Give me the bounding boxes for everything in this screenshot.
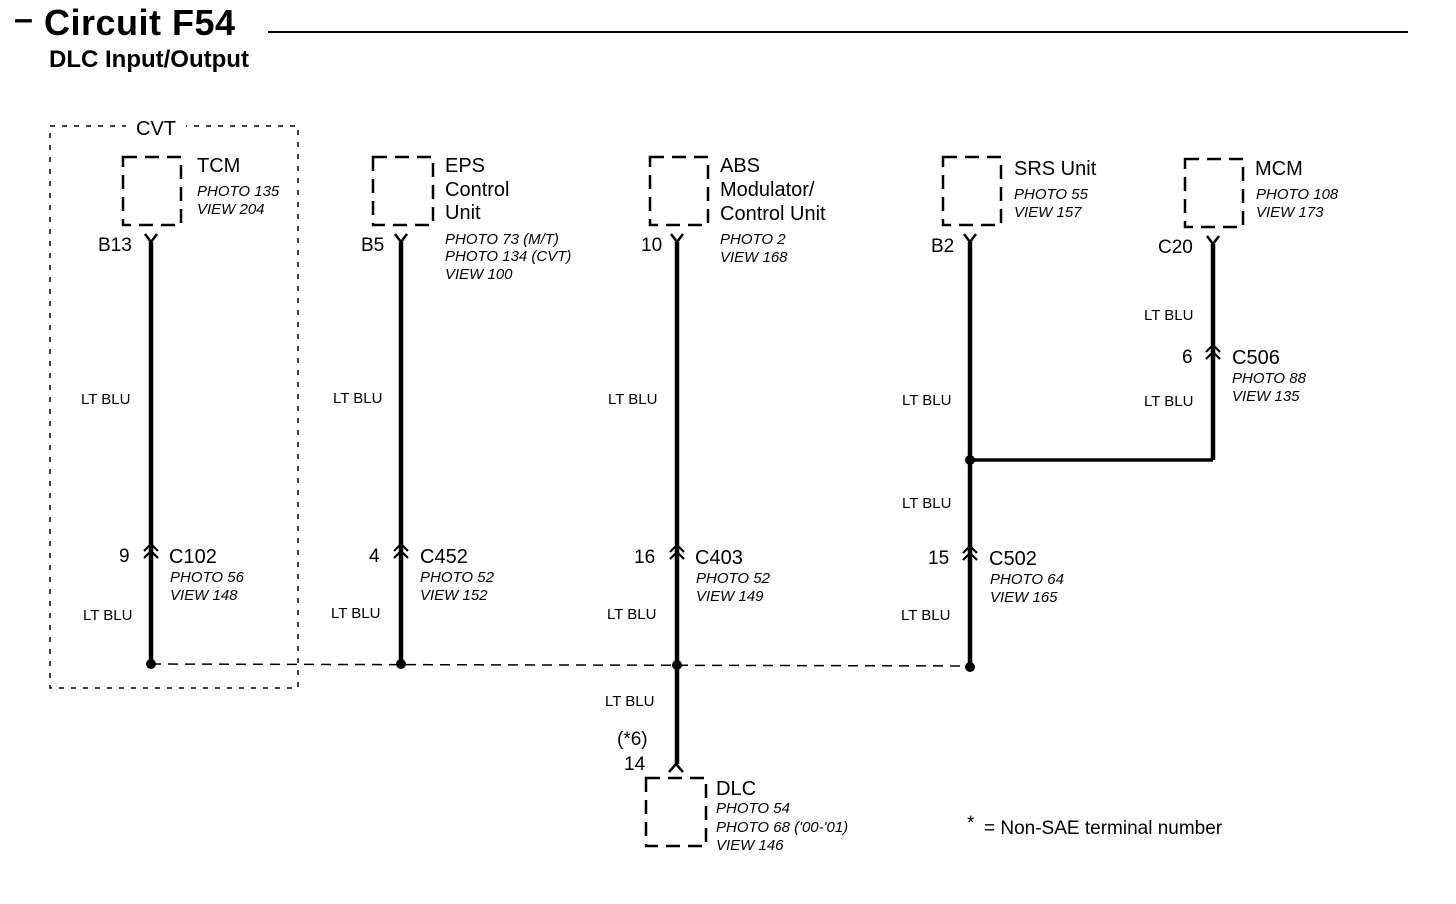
page-subtitle: DLC Input/Output [49, 46, 249, 73]
footnote-star: * [967, 813, 975, 834]
c506-symbol [1205, 343, 1221, 360]
tcm-splice-dot [146, 659, 156, 669]
srs-box [941, 155, 1003, 227]
c502-view: VIEW 165 [990, 589, 1058, 606]
c102-symbol [143, 542, 159, 559]
page-title: Circuit F54 [44, 2, 236, 43]
eps-pin-fork [394, 233, 408, 245]
abs-pin: 10 [641, 235, 663, 256]
dlc-pin-note: (*6) [617, 729, 648, 750]
dlc-pin: 14 [624, 754, 646, 775]
tcm-name: TCM [197, 155, 241, 177]
srs-photo: PHOTO 55 [1014, 186, 1088, 203]
abs-box [648, 155, 710, 227]
eps-name-line2: Control [445, 179, 510, 201]
mcm-splice-dot [965, 455, 975, 465]
srs-name: SRS Unit [1014, 158, 1097, 180]
mcm-name: MCM [1255, 158, 1303, 180]
abs-wire-lower-label: LT BLU [607, 606, 657, 623]
c452-name: C452 [420, 546, 468, 568]
abs-name-line2: Modulator/ [720, 179, 815, 201]
c502-symbol [962, 544, 978, 561]
dashed-bus-line [150, 663, 971, 667]
dlc-photo-1: PHOTO 54 [716, 800, 790, 817]
srs-view: VIEW 157 [1014, 204, 1082, 221]
eps-name-line3: Unit [445, 202, 481, 224]
c506-pin: 6 [1182, 347, 1193, 368]
srs-pin: B2 [931, 236, 955, 257]
tcm-wire-lower-label: LT BLU [83, 607, 133, 624]
abs-splice-dot [672, 660, 682, 670]
c452-symbol [393, 542, 409, 559]
abs-photo: PHOTO 2 [720, 231, 786, 248]
c452-view: VIEW 152 [420, 587, 488, 604]
mcm-photo: PHOTO 108 [1256, 186, 1339, 203]
c502-pin: 15 [928, 548, 950, 569]
abs-name-line3: Control Unit [720, 203, 826, 225]
eps-photo-2: PHOTO 134 (CVT) [445, 248, 572, 265]
dlc-photo-2: PHOTO 68 ('00-'01) [716, 819, 849, 836]
eps-pin: B5 [361, 235, 385, 256]
mcm-box [1183, 157, 1245, 229]
eps-wire-lower-label: LT BLU [331, 605, 381, 622]
eps-view: VIEW 100 [445, 266, 513, 283]
tcm-photo: PHOTO 135 [197, 183, 280, 200]
cvt-group-label: CVT [136, 118, 176, 140]
dlc-name: DLC [716, 778, 757, 800]
srs-wire-middle-label: LT BLU [902, 495, 952, 512]
tcm-view: VIEW 204 [197, 201, 265, 218]
c102-pin: 9 [119, 546, 130, 567]
mcm-pin: C20 [1158, 237, 1193, 258]
abs-pin-fork [670, 233, 684, 245]
tcm-pin: B13 [98, 235, 132, 256]
abs-name-line1: ABS [720, 155, 761, 177]
dlc-pin-fork [668, 762, 684, 773]
abs-view: VIEW 168 [720, 249, 788, 266]
tcm-wire-upper-label: LT BLU [81, 391, 131, 408]
c452-photo: PHOTO 52 [420, 569, 494, 586]
srs-wire-lower-label: LT BLU [901, 607, 951, 624]
mcm-wire-lower-label: LT BLU [1144, 393, 1194, 410]
c403-view: VIEW 149 [696, 588, 764, 605]
c502-name: C502 [989, 548, 1037, 570]
eps-photo-1: PHOTO 73 (M/T) [445, 231, 559, 248]
title-rule [268, 31, 1408, 33]
dlc-view: VIEW 146 [716, 837, 784, 854]
c403-photo: PHOTO 52 [696, 570, 770, 587]
srs-splice-dot [965, 662, 975, 672]
eps-wire-upper-label: LT BLU [333, 390, 383, 407]
mcm-view: VIEW 173 [1256, 204, 1324, 221]
c102-view: VIEW 148 [170, 587, 238, 604]
c502-photo: PHOTO 64 [990, 571, 1064, 588]
title-dash: – [14, 0, 33, 38]
srs-wire-upper-label: LT BLU [902, 392, 952, 409]
footnote-text: = Non-SAE terminal number [984, 818, 1223, 839]
eps-box [371, 155, 435, 227]
tcm-pin-fork [144, 233, 158, 245]
eps-splice-dot [396, 659, 406, 669]
dlc-box [644, 776, 708, 848]
c403-symbol [669, 543, 685, 560]
c506-view: VIEW 135 [1232, 388, 1300, 405]
c506-photo: PHOTO 88 [1232, 370, 1306, 387]
tcm-box [121, 155, 183, 227]
mcm-pin-fork [1206, 235, 1220, 247]
c403-name: C403 [695, 547, 743, 569]
dlc-wire-label: LT BLU [605, 693, 655, 710]
c102-name: C102 [169, 546, 217, 568]
abs-wire-upper-label: LT BLU [608, 391, 658, 408]
c403-pin: 16 [634, 547, 656, 568]
c452-pin: 4 [369, 546, 380, 567]
c506-name: C506 [1232, 347, 1280, 369]
c102-photo: PHOTO 56 [170, 569, 244, 586]
mcm-wire-upper-label: LT BLU [1144, 307, 1194, 324]
srs-pin-fork [963, 233, 977, 245]
eps-name-line1: EPS [445, 155, 486, 177]
